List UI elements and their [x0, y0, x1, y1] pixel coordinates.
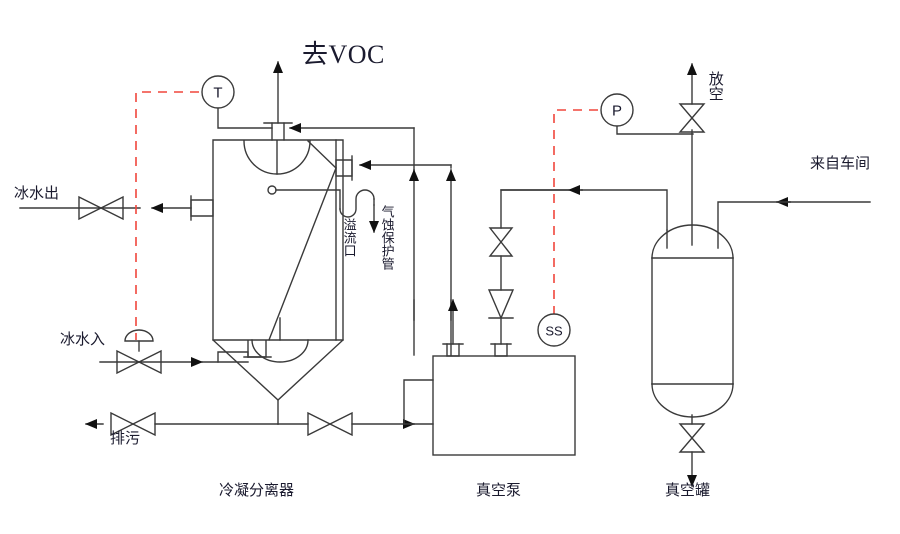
separator-right-upper-nozzle [335, 155, 353, 181]
vacuum-tank-body [651, 224, 734, 418]
pump-nozzle-right [490, 343, 512, 357]
valve-chilled-water-out [78, 195, 124, 221]
label-vacuum-pump: 真空泵 [476, 483, 522, 499]
separator-top-nozzle [263, 122, 293, 141]
label-condensate-separator: 冷凝分离器 [219, 483, 295, 499]
label-chilled-water-out: 冰水出 [14, 186, 60, 202]
vacuum-pump-body [432, 355, 576, 456]
label-chilled-water-in: 冰水入 [60, 332, 106, 348]
pump-suction-upper [403, 379, 434, 425]
label-vacuum-tank: 真空罐 [665, 483, 711, 499]
t-bubble-lead [217, 107, 273, 129]
label-vent: 放空 [706, 71, 723, 101]
tank-inlet-nozzle [717, 201, 791, 249]
valve-blowdown [110, 411, 156, 437]
instrument-tag-ss: SS [545, 324, 563, 339]
valve-vent [678, 103, 706, 133]
gate-valve-pump-discharge [488, 227, 514, 257]
chilled-water-in-to-nozzle [217, 351, 249, 363]
pump-nozzle-left [442, 343, 464, 357]
p-signal-line [553, 109, 598, 314]
label-blowdown: 排污 [110, 431, 141, 447]
instrument-tag-t: T [213, 85, 222, 102]
instrument-tag-p: P [612, 103, 622, 120]
check-valve-pump-discharge [487, 289, 515, 320]
tank-gas-line [581, 189, 668, 231]
separator-left-nozzle [190, 195, 214, 221]
valve-tank-drain [678, 423, 706, 453]
condensate-separator-vessel [212, 139, 344, 401]
control-valve-chilled-water-in [116, 329, 162, 375]
label-from-workshop: 来自车间 [810, 156, 871, 172]
label-overflow-port: 溢流口 [341, 218, 357, 257]
t-signal-line [135, 91, 199, 340]
pump-disch-to-header [500, 189, 583, 229]
label-cavitation-protection-pipe: 气蚀保护管 [379, 205, 395, 270]
label-to-voc: 去VOC [302, 40, 385, 69]
overflow-trap [267, 185, 375, 218]
instrument-bubbles: T P SS [201, 75, 634, 347]
valve-separator-outlet [307, 411, 353, 437]
